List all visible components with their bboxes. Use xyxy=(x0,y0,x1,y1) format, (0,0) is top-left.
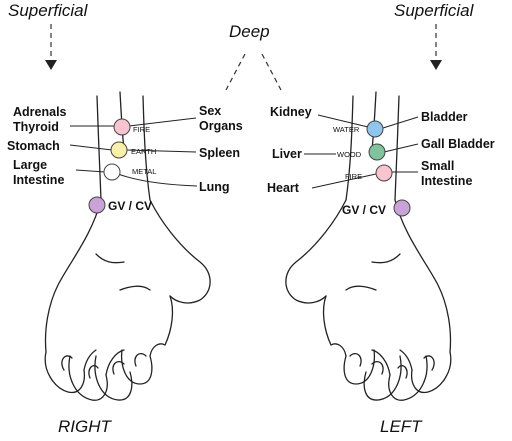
left-fire-point xyxy=(375,164,393,182)
deep-arrows xyxy=(225,53,282,91)
heading-superficial-left-hand: Superficial xyxy=(394,1,475,20)
right-earth-point xyxy=(110,141,128,159)
label-small: Small xyxy=(421,159,454,173)
right-gv-cv-label: GV / CV xyxy=(108,199,152,213)
superficial-arrow-right-hand xyxy=(45,24,57,70)
label-sex-organs: Organs xyxy=(199,119,243,133)
right-element-metal: METAL xyxy=(132,167,156,176)
side-label-right: RIGHT xyxy=(58,417,113,436)
right-wrist-leaders xyxy=(69,117,198,187)
right-element-earth: EARTH xyxy=(131,147,156,156)
left-gv-cv-label: GV / CV xyxy=(342,203,386,217)
left-element-fire: FIRE xyxy=(345,172,362,181)
right-fire-point xyxy=(113,118,131,136)
label-kidney: Kidney xyxy=(270,105,312,119)
left-hand-outline xyxy=(285,91,452,401)
label-spleen: Spleen xyxy=(199,146,240,160)
label-lung: Lung xyxy=(199,180,230,194)
side-label-left: LEFT xyxy=(380,417,423,436)
left-water-point xyxy=(366,120,384,138)
left-wood-point xyxy=(368,143,386,161)
heading-superficial-right-hand: Superficial xyxy=(8,1,89,20)
label-bladder: Bladder xyxy=(421,110,468,124)
label-stomach: Stomach xyxy=(7,139,60,153)
left-element-water: WATER xyxy=(333,125,360,134)
left-wrist-leaders xyxy=(304,114,419,189)
label-thyroid: Thyroid xyxy=(13,120,59,134)
label-large-intestine: Intestine xyxy=(13,173,64,187)
label-gall-bladder: Gall Bladder xyxy=(421,137,495,151)
label-small-intestine: Intestine xyxy=(421,174,472,188)
superficial-arrow-left-hand xyxy=(430,24,442,70)
right-hand-outline xyxy=(44,91,211,401)
label-liver: Liver xyxy=(272,147,302,161)
left-element-wood: WOOD xyxy=(337,150,362,159)
label-heart: Heart xyxy=(267,181,300,195)
label-large: Large xyxy=(13,158,47,172)
right-metal-point xyxy=(103,163,121,181)
right-element-fire: FIRE xyxy=(133,125,150,134)
label-adrenals: Adrenals xyxy=(13,105,67,119)
right-gv-cv-point xyxy=(88,196,106,214)
label-sex: Sex xyxy=(199,104,221,118)
heading-deep: Deep xyxy=(229,22,270,41)
left-gv-cv-point xyxy=(393,199,411,217)
